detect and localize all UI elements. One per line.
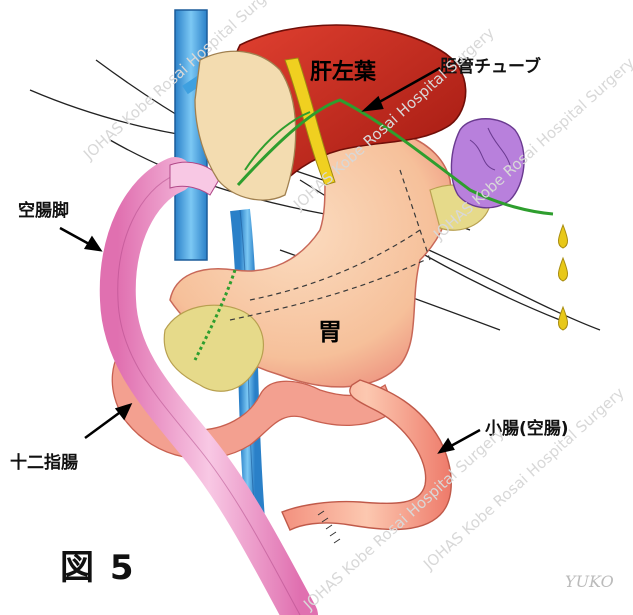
label-liver-left-lobe: 肝左葉 [310,54,376,86]
artist-signature: YUKO [565,572,614,591]
pancreas-shape [164,305,263,391]
label-duodenum: 十二指腸 [10,448,78,473]
bile-drops [558,225,567,330]
figure-label: 図 5 [60,540,136,589]
label-stomach: 胃 [318,312,342,347]
label-jejunal-limb: 空腸脚 [18,196,69,221]
